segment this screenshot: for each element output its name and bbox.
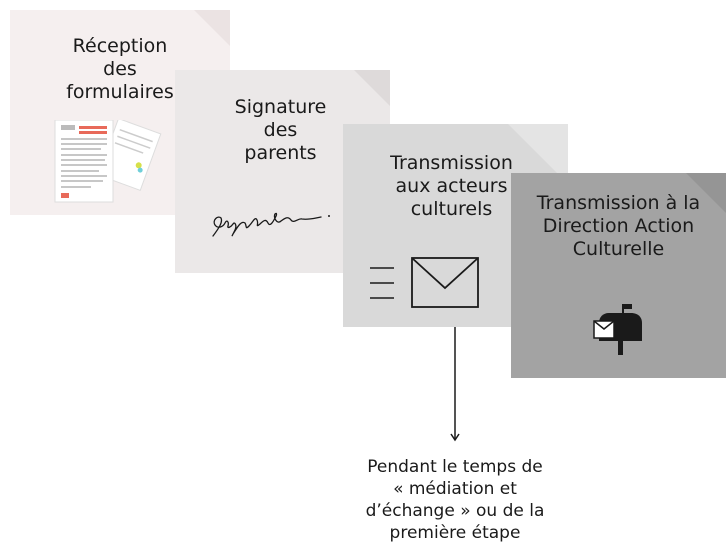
mailbox-icon bbox=[593, 304, 642, 355]
down-arrow bbox=[450, 327, 460, 442]
page-fold-corner bbox=[194, 10, 230, 46]
page-fold-corner bbox=[686, 173, 726, 213]
page-fold-corner bbox=[508, 124, 568, 184]
step-title: Transmission aux acteurs culturels bbox=[390, 152, 513, 220]
envelope-icon bbox=[370, 257, 479, 308]
page-fold-corner bbox=[354, 70, 390, 106]
handwritten-signature bbox=[212, 212, 330, 237]
step-title: Transmission à la Direction Action Cultu… bbox=[536, 192, 701, 260]
step-title: Signature des parents bbox=[234, 96, 327, 164]
step-card-direction-action-culturelle: Transmission à la Direction Action Cultu… bbox=[511, 173, 726, 378]
timing-note: Pendant le temps de « médiation et d’éch… bbox=[365, 457, 545, 543]
form-document-icon bbox=[54, 120, 162, 203]
step-title: Réception des formulaires bbox=[66, 35, 174, 103]
